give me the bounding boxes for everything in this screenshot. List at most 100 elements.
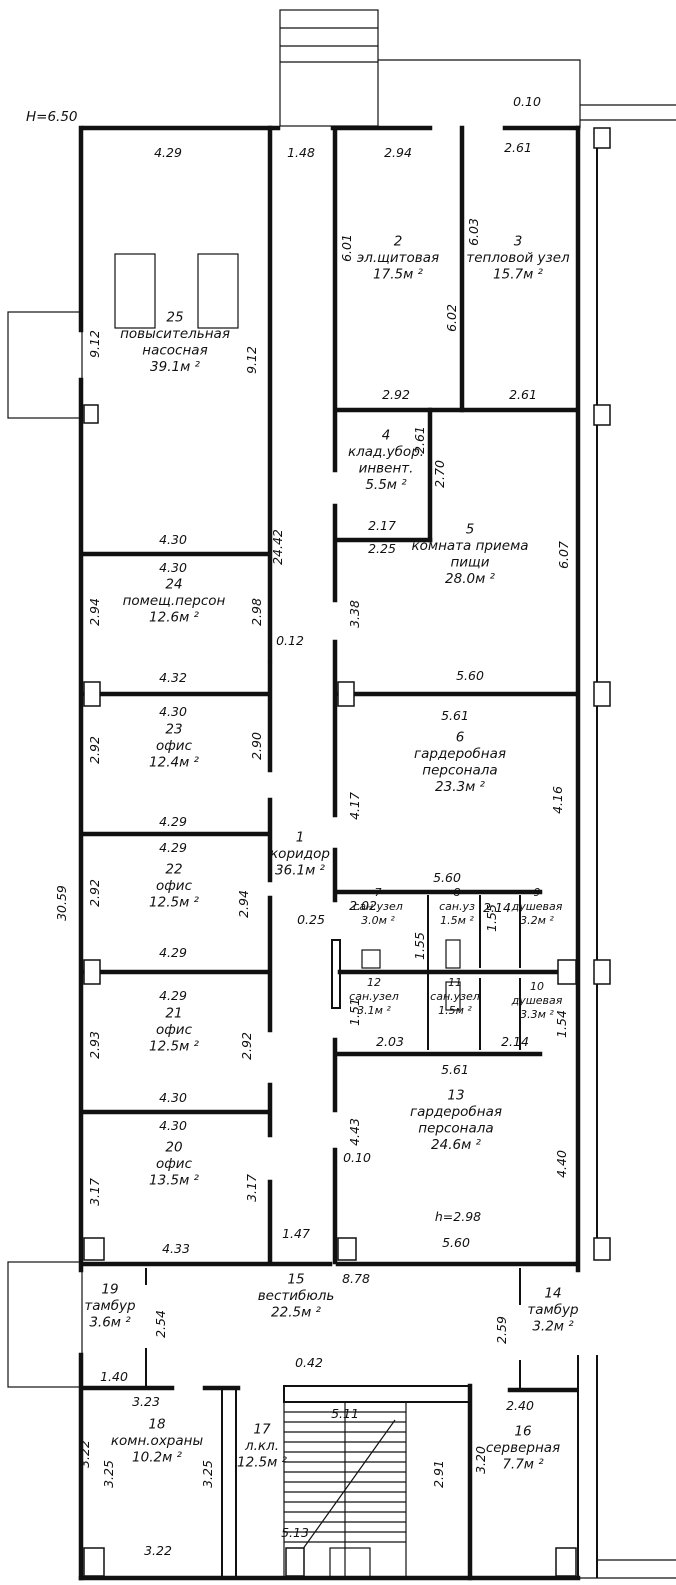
room-area: 3.2м ² <box>520 914 554 927</box>
dimension-d41: 0.25 <box>297 912 325 927</box>
room-name: офис <box>156 1022 193 1038</box>
dimension-d27: 4.30 <box>159 704 187 719</box>
dimension-d25: 4.32 <box>159 670 187 685</box>
room-n: 10 <box>530 980 544 993</box>
room-name: комната приема <box>411 538 528 554</box>
dimension-d49: 2.92 <box>239 1032 254 1060</box>
room-area: 1.5м ² <box>438 1004 472 1017</box>
dimension-d37: 2.92 <box>87 879 102 907</box>
room-n: 20 <box>165 1140 182 1156</box>
dimension-d04: 0.10 <box>513 94 541 109</box>
dimension-d51: 2.14 <box>501 1034 529 1049</box>
dimension-d78: 3.22 <box>144 1543 172 1558</box>
dimension-d09: 9.12 <box>87 330 102 358</box>
room-n: 11 <box>448 976 462 989</box>
room-area: 3.2м ² <box>532 1319 574 1335</box>
dimension-d70: 2.40 <box>506 1398 534 1413</box>
room-name: персонала <box>418 1120 493 1136</box>
room-name: пищи <box>450 554 489 570</box>
room-area: 13.5м ² <box>149 1173 200 1189</box>
room-area: 3.1м ² <box>357 1004 391 1017</box>
room-n: 22 <box>165 862 182 878</box>
room-n: 25 <box>166 309 183 325</box>
room-name: помещ.персон <box>123 593 226 609</box>
room-n: 6 <box>456 729 465 745</box>
dimension-d15: 2.17 <box>368 518 396 533</box>
dimension-d42: 1.55 <box>484 904 499 932</box>
dimension-d56: 0.10 <box>343 1150 371 1165</box>
dimension-d66: 2.59 <box>494 1316 509 1344</box>
room-n: 21 <box>165 1006 182 1022</box>
dimension-d76: 3.20 <box>473 1446 488 1474</box>
dimension-d34: 4.29 <box>159 840 187 855</box>
room-name: серверная <box>486 1440 560 1456</box>
room-area: 7.7м ² <box>502 1457 544 1473</box>
dimension-d47: 1.51 <box>347 998 362 1026</box>
dimension-d28: 5.61 <box>441 708 469 723</box>
room-area: 3.0м ² <box>361 914 395 927</box>
room-n: 15 <box>287 1272 304 1288</box>
dimension-d24: 3.38 <box>347 600 362 628</box>
dimension-d17: 24.42 <box>270 529 285 565</box>
room-n: 4 <box>382 427 391 443</box>
room-area: 24.6м ² <box>431 1137 482 1153</box>
dimension-d07: 6.03 <box>466 218 481 246</box>
dimension-d33: 4.29 <box>159 814 187 829</box>
room-area: 12.6м ² <box>149 610 200 626</box>
room-n: 16 <box>514 1424 531 1440</box>
dimension-d31: 4.17 <box>347 792 362 820</box>
room-n: 1 <box>296 830 305 846</box>
dimension-d20: 4.30 <box>159 560 187 575</box>
dimension-d30: 2.90 <box>249 732 264 760</box>
room-n: 18 <box>148 1417 165 1433</box>
room-n: 14 <box>544 1286 561 1302</box>
dimension-d23: 0.12 <box>276 633 304 648</box>
room-name: душевая <box>511 900 563 913</box>
room-name: душевая <box>511 994 563 1007</box>
room-area: 17.5м ² <box>373 267 424 283</box>
dimension-d60: h=2.98 <box>435 1209 481 1224</box>
dimension-d39: 2.02 <box>349 898 377 913</box>
dimension-d32: 4.16 <box>550 786 565 814</box>
dimension-d65: 2.54 <box>153 1310 168 1338</box>
dimension-d26: 5.60 <box>456 668 484 683</box>
room-name: офис <box>156 1156 193 1172</box>
dimension-d71: 5.11 <box>331 1406 359 1421</box>
room-name: тепловой узел <box>466 250 570 266</box>
room-n: 23 <box>165 722 182 738</box>
dimension-d22: 2.98 <box>249 598 264 626</box>
room-name: сан.уз <box>439 900 475 913</box>
room-area: 36.1м ² <box>275 863 326 879</box>
dimension-d40: 2.14 <box>483 900 511 915</box>
dimension-d11: 2.92 <box>382 387 410 402</box>
room-name: офис <box>156 878 193 894</box>
dimension-d01: 4.29 <box>154 145 182 160</box>
room-n: 13 <box>447 1087 464 1103</box>
height-mark: H=6.50 <box>26 109 78 125</box>
room-name: коридор <box>270 846 330 862</box>
room-name: повысительная <box>120 326 230 342</box>
room-name: офис <box>156 738 193 754</box>
room-area: 12.5м ² <box>149 895 200 911</box>
dimension-d58: 3.17 <box>87 1178 102 1206</box>
dimension-d53: 4.30 <box>159 1090 187 1105</box>
dimension-d13: 2.61 <box>412 426 427 454</box>
room-n: 9 <box>534 886 541 899</box>
dimension-d43: 1.55 <box>412 932 427 960</box>
dimension-d02: 1.48 <box>287 145 315 160</box>
